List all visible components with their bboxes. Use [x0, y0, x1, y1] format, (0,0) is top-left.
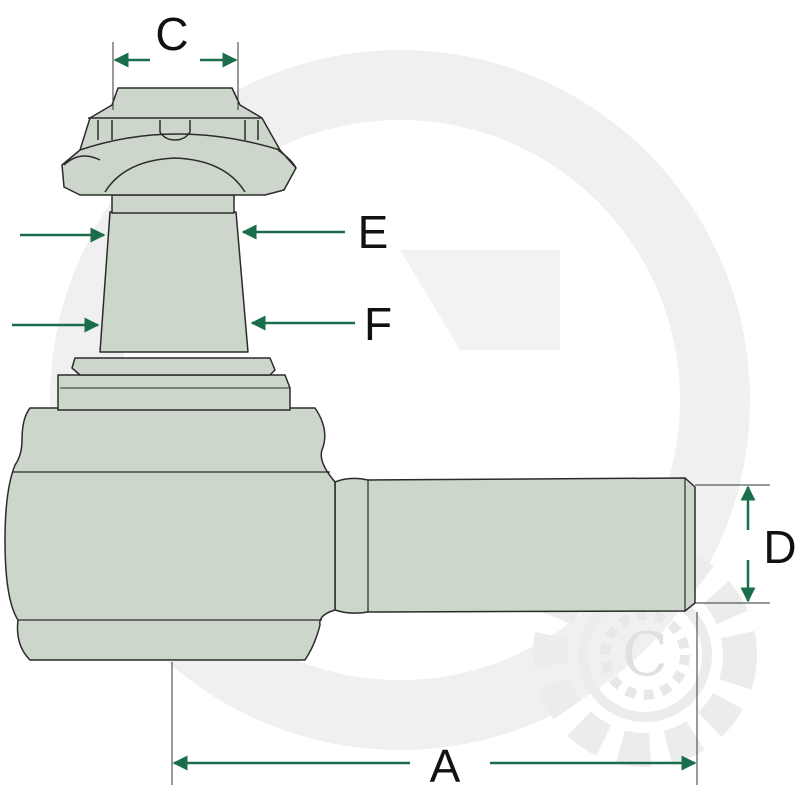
dim-label-e: E [358, 206, 389, 258]
dim-label-d: D [763, 521, 796, 573]
threaded-shank [334, 477, 696, 614]
washer [111, 194, 235, 214]
dim-label-a: A [430, 740, 461, 792]
watermark-g-bar [400, 250, 560, 350]
seal-ring [71, 357, 276, 376]
housing-body [4, 407, 336, 661]
dimensions: C E F D A [12, 8, 797, 792]
tie-rod-end [4, 87, 696, 661]
watermark-letter: C [622, 620, 668, 690]
dim-label-f: F [364, 298, 392, 350]
tapered-stud [99, 211, 249, 353]
dim-label-c: C [155, 8, 188, 60]
boot-collar [57, 374, 291, 411]
